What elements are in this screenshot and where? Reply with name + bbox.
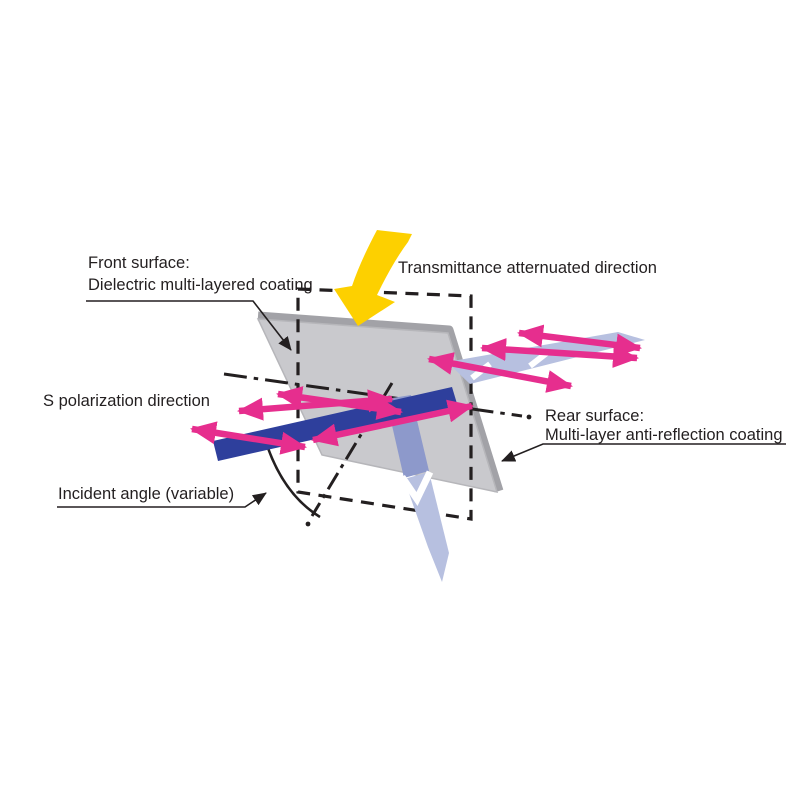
plate-edge-thickness — [257, 311, 504, 493]
front-surface-label-line1: Front surface: — [88, 254, 190, 272]
s-polarization-arrows-transmitted — [427, 324, 642, 393]
polarization-arrow-7 — [427, 352, 573, 393]
attenuation-curved-arrow-icon — [334, 230, 412, 326]
front-surface-label-line2: Dielectric multi-layered coating — [88, 276, 313, 294]
incident-axis-end-dot — [305, 521, 311, 527]
transmittance-direction-label: Transmittance atternuated direction — [398, 259, 657, 277]
front-surface-leader — [86, 300, 292, 351]
rear-surface-leader — [501, 443, 786, 462]
rear-surface-label-line2: Multi-layer anti-reflection coating — [545, 426, 783, 444]
incident-angle-label: Incident angle (variable) — [58, 485, 234, 503]
rear-surface-label-line1: Rear surface: — [545, 407, 644, 425]
s-polarization-label: S polarization direction — [43, 392, 210, 410]
incident-angle-leader — [57, 492, 267, 508]
reflected-beam-chevron — [399, 470, 434, 506]
s-polarization-arrows-incident — [190, 386, 474, 455]
polarization-arrow-4 — [311, 399, 474, 447]
polarization-arrow-1 — [190, 421, 307, 455]
optical-axis-end-dot — [526, 414, 532, 420]
dashed-plane-outline — [296, 287, 473, 521]
